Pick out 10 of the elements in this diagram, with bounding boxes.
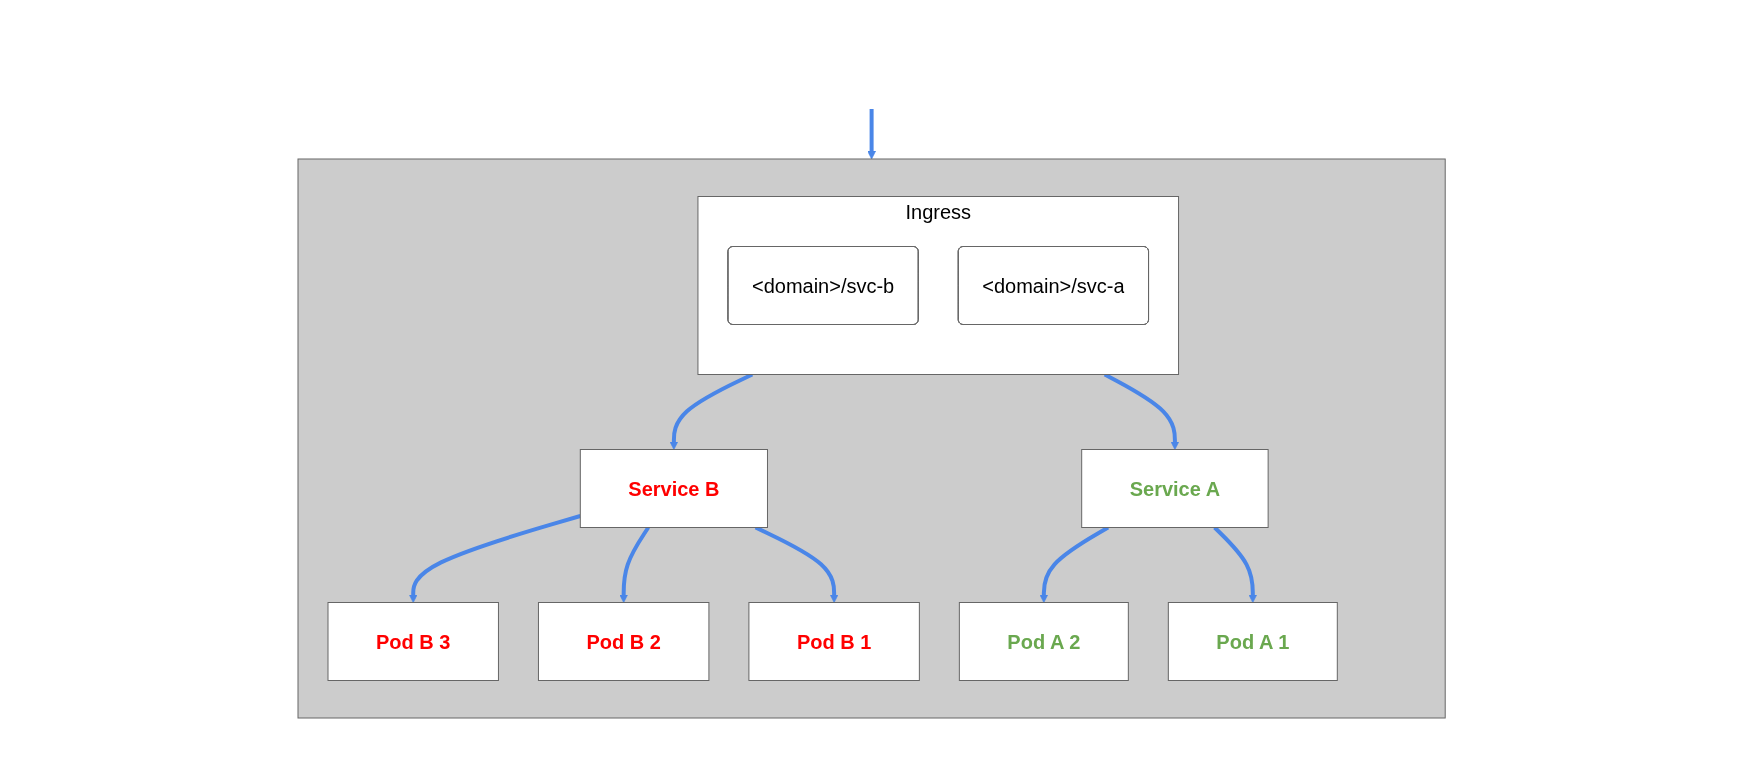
node-box: Service A [1081, 448, 1269, 528]
node-box: Pod A 1 [1168, 601, 1339, 681]
node-box: Pod B 1 [748, 601, 921, 681]
cluster [297, 158, 1447, 718]
arrow [409, 513, 582, 603]
node-box: Pod A 2 [959, 601, 1130, 681]
node-box: Pod B 2 [538, 601, 710, 681]
arrow [867, 108, 877, 159]
node-box: Service B [580, 448, 769, 528]
node-box: Pod B 3 [327, 601, 500, 681]
